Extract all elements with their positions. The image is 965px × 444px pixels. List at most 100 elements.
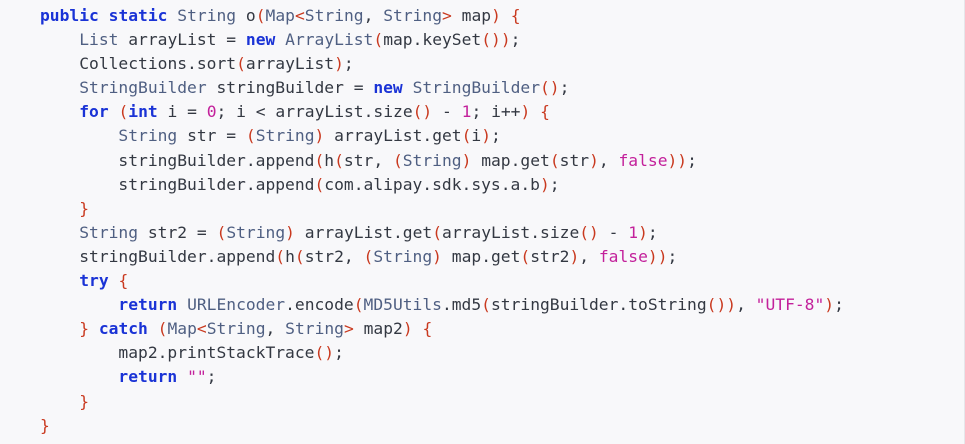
code-token-ident: .encode <box>285 295 354 315</box>
code-token-ident: i++ <box>491 102 521 122</box>
code-token-plain <box>324 126 334 145</box>
code-token-ident: Collections.sort <box>79 54 237 74</box>
code-token-punct: ) <box>432 246 442 266</box>
code-line: public static String o(Map<String, Strin… <box>0 4 964 28</box>
code-token-str: false <box>598 246 648 266</box>
code-token-plain: - <box>598 222 629 242</box>
code-line: for (int i = 0; i < arrayList.size() - 1… <box>0 100 964 124</box>
code-token-punct: ()) <box>706 295 737 315</box>
code-token-punct: ( <box>549 150 560 170</box>
code-token-type: String <box>373 246 433 266</box>
code-token-plain: - <box>432 102 462 122</box>
code-token-punct: ( <box>118 102 129 122</box>
code-token-str: false <box>618 150 668 170</box>
code-token-plain: ; <box>343 54 354 74</box>
code-line: map2.printStackTrace(); <box>0 341 964 365</box>
code-token-ident: i <box>471 126 482 146</box>
code-line: return URLEncoder.encode(MD5Utils.md5(st… <box>0 293 964 317</box>
indent <box>40 102 79 121</box>
code-token-ident: arrayList.size <box>442 222 580 242</box>
code-token-punct: { <box>540 102 550 122</box>
code-token-type: String <box>304 6 364 25</box>
code-token-kw: catch <box>98 319 148 339</box>
code-token-ident: com.alipay.sdk.sys.a.b <box>324 174 540 194</box>
code-token-plain: ; <box>687 150 697 170</box>
code-token-punct: ( <box>314 150 325 170</box>
code-token-punct: ) <box>491 6 501 25</box>
code-token-type: URLEncoder <box>187 295 286 315</box>
code-line: } <box>0 197 964 221</box>
code-token-punct: ( <box>275 246 286 266</box>
code-token-ident: .md5 <box>441 295 482 315</box>
code-token-punct: ( <box>314 174 325 194</box>
code-token-ident: str <box>343 150 374 170</box>
code-line: stringBuilder.append(h(str2, (String) ma… <box>0 245 964 269</box>
code-line: StringBuilder stringBuilder = new String… <box>0 76 964 100</box>
code-token-plain: , <box>265 319 286 339</box>
code-token-plain: < <box>245 102 276 122</box>
code-token-plain: ; <box>647 222 658 242</box>
code-token-punct: } <box>79 198 90 218</box>
code-line: try { <box>0 269 964 293</box>
code-token-plain: = <box>187 222 217 242</box>
code-token-punct: ( <box>255 6 266 25</box>
code-token-num: 1 <box>461 102 472 122</box>
code-token-punct: ( <box>245 126 256 146</box>
code-token-type: Map <box>167 319 197 339</box>
code-token-type: Map <box>265 6 295 25</box>
code-token-ident: stringBuilder <box>216 78 344 98</box>
code-token-str: "UTF-8" <box>755 295 825 315</box>
code-token-punct: { <box>422 319 433 339</box>
indent <box>40 343 118 362</box>
code-token-ident: arrayList.get <box>334 126 462 146</box>
code-token-punct: ) <box>314 126 325 146</box>
code-token-punct: )) <box>667 150 688 170</box>
code-token-punct: ( <box>373 30 384 50</box>
code-token-punct: () <box>579 222 599 242</box>
code-token-punct: { <box>510 6 521 25</box>
code-line: return ""; <box>0 365 964 389</box>
code-token-plain <box>207 78 217 97</box>
code-token-plain: ; <box>559 78 570 98</box>
code-token-punct: ( <box>461 126 472 146</box>
code-token-punct: ()) <box>481 30 511 50</box>
code-token-plain <box>177 367 187 386</box>
code-token-plain: = <box>343 78 374 98</box>
code-token-plain: ; <box>471 102 492 122</box>
code-line: Collections.sort(arrayList); <box>0 52 964 76</box>
code-token-ident: str <box>559 150 590 170</box>
indent <box>40 54 79 73</box>
code-token-punct: ( <box>363 246 374 266</box>
code-token-punct: ) <box>334 54 344 74</box>
code-token-type: List <box>79 30 119 50</box>
code-token-punct: > <box>343 319 354 339</box>
code-line: } catch (Map<String, String> map2) { <box>0 317 964 341</box>
code-token-kw: public <box>40 6 99 25</box>
indent <box>40 271 79 290</box>
code-token-ident: o <box>245 6 256 25</box>
code-line: } <box>0 414 964 438</box>
code-token-plain <box>148 319 158 338</box>
code-token-plain: ; <box>334 343 344 363</box>
code-token-plain <box>138 223 148 242</box>
code-token-plain: ; <box>667 246 678 266</box>
code-token-ident: map.keySet <box>383 30 482 50</box>
code-token-plain <box>442 247 452 266</box>
indent <box>40 175 118 194</box>
code-token-punct: ( <box>157 319 168 339</box>
code-token-ident: stringBuilder.toString <box>490 295 707 315</box>
code-token-plain <box>177 295 187 314</box>
code-line: String str2 = (String) arrayList.get(arr… <box>0 221 964 245</box>
indent <box>40 367 118 386</box>
indent <box>40 223 79 242</box>
code-token-punct: ) <box>569 246 580 266</box>
code-token-type: String <box>177 6 237 25</box>
code-token-type: StringBuilder <box>412 78 540 98</box>
code-token-punct: () <box>540 78 560 98</box>
code-token-ident: stringBuilder.append <box>118 150 315 170</box>
code-token-kw: new <box>373 78 403 98</box>
code-token-plain <box>275 30 285 49</box>
code-token-punct: } <box>79 391 90 411</box>
code-token-ident: i <box>167 102 178 122</box>
